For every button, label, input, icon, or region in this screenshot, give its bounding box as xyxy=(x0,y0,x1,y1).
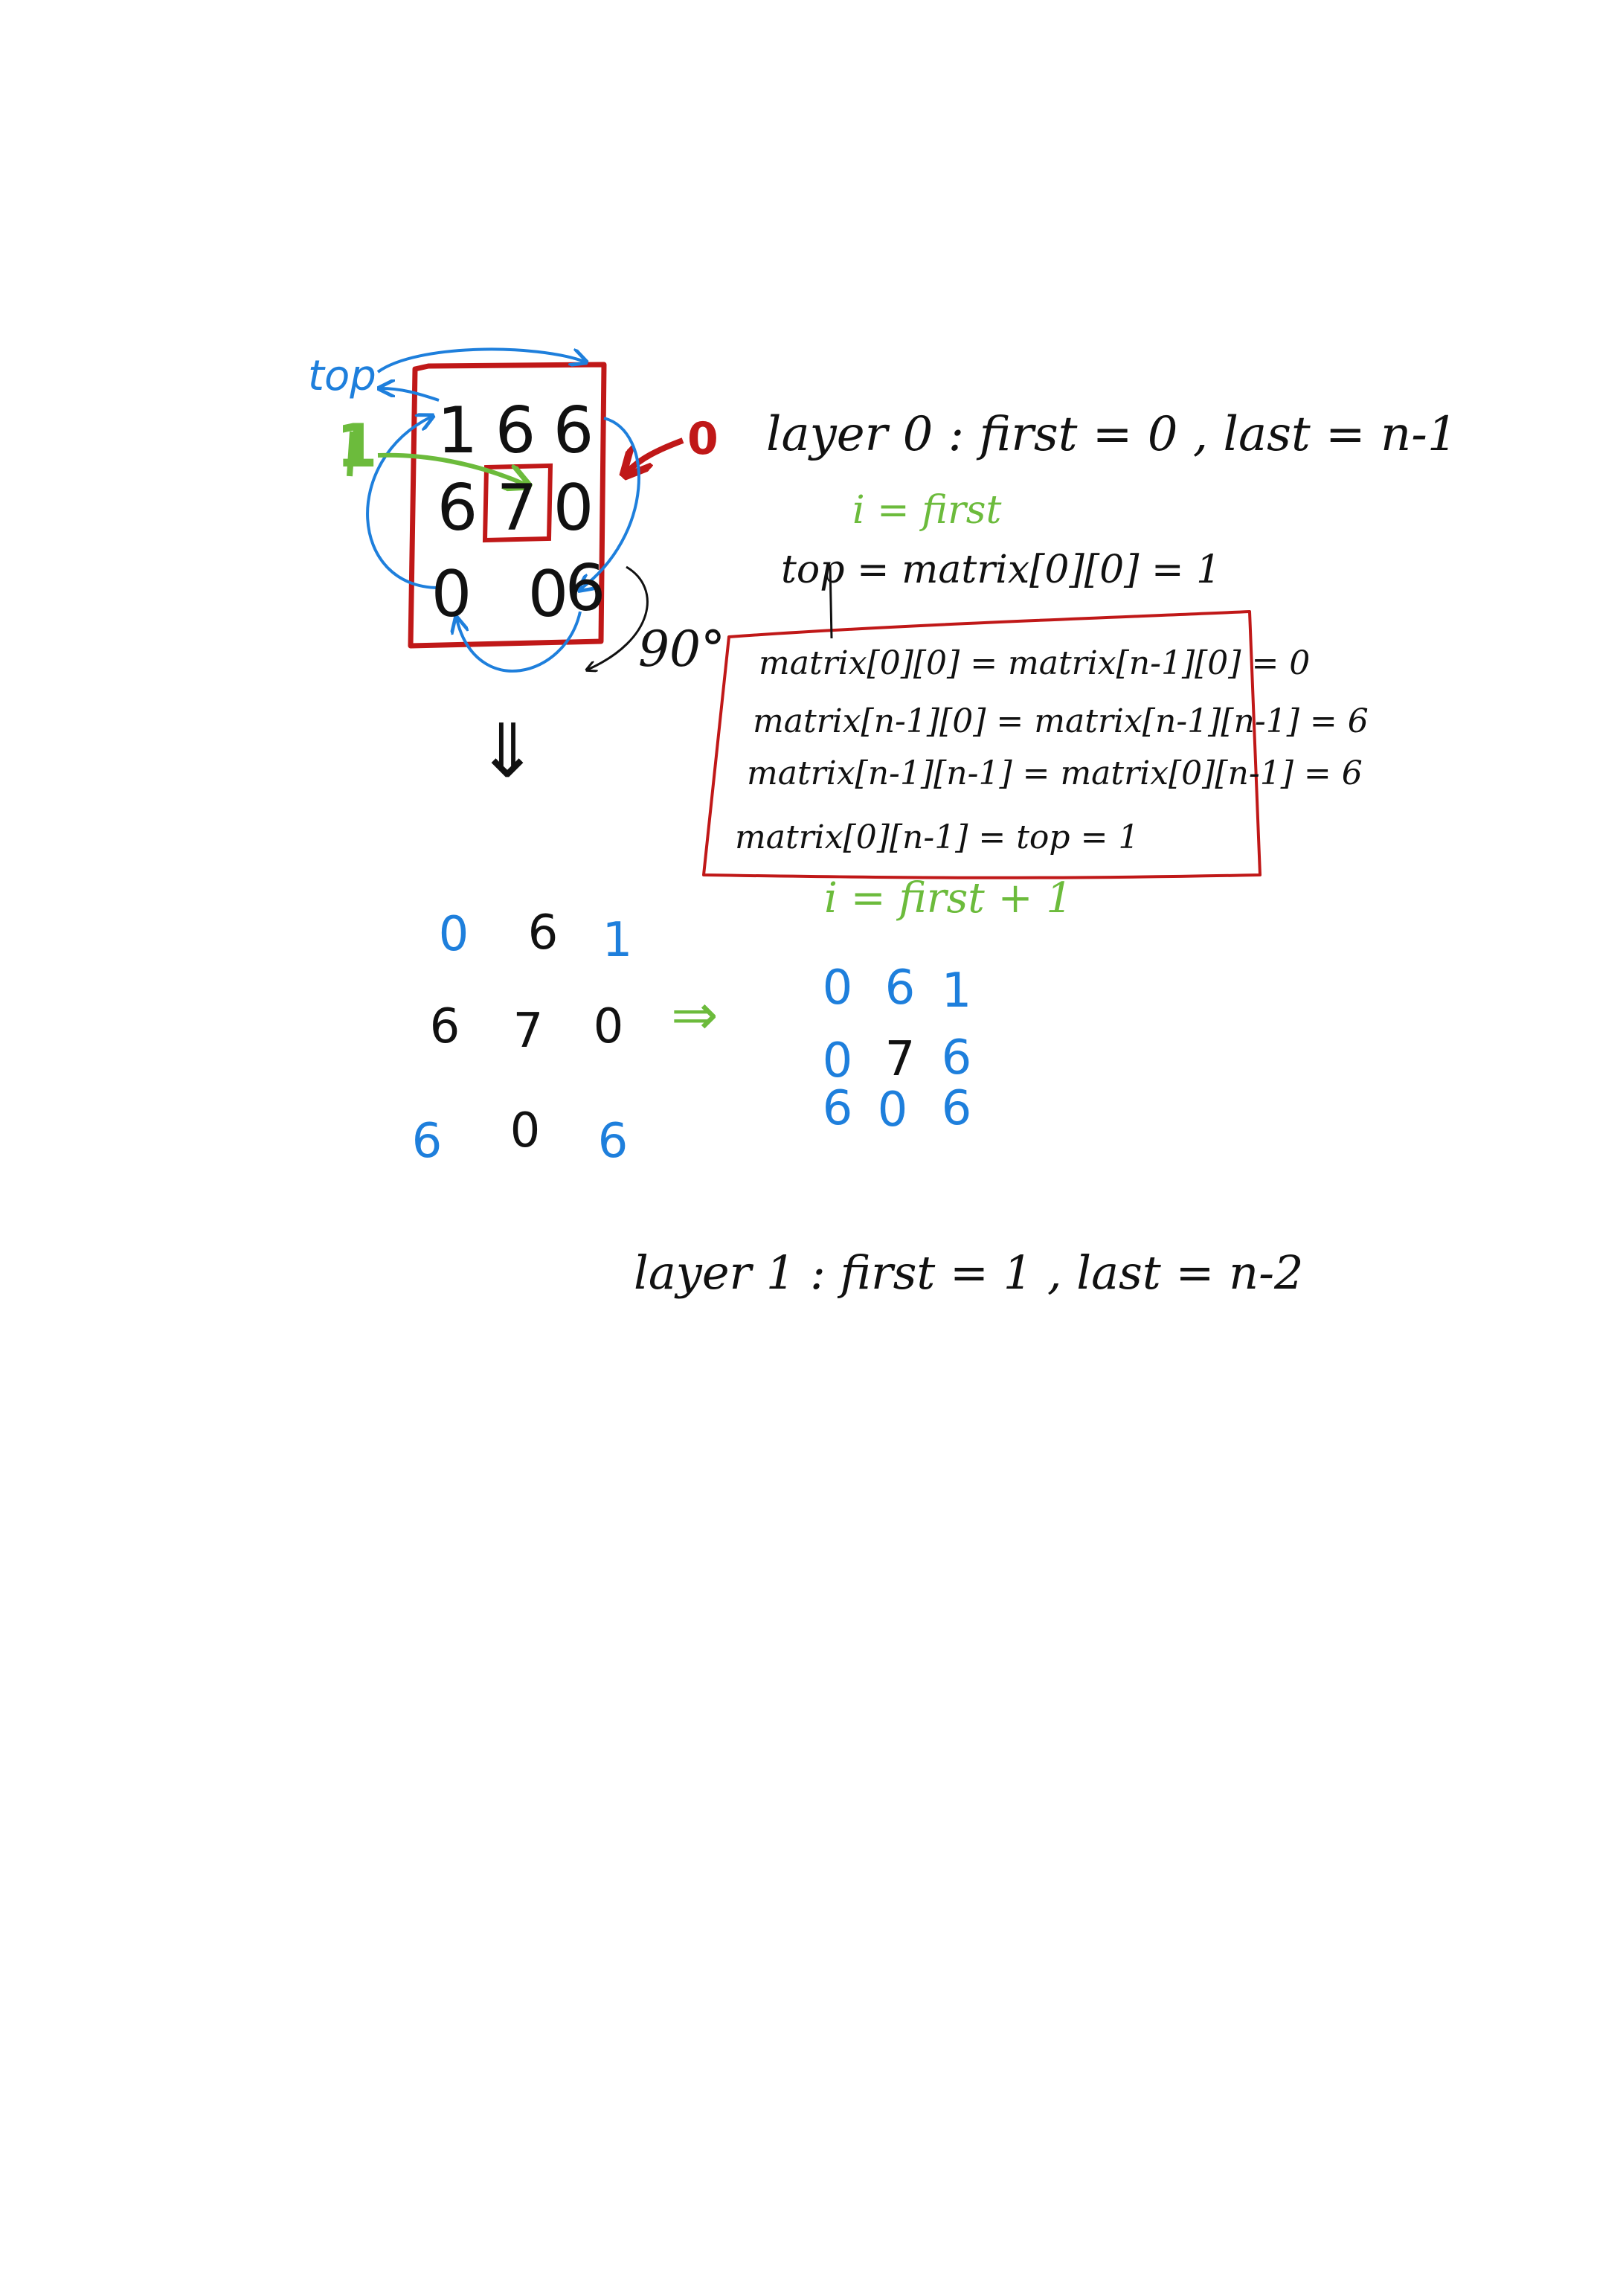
i-next-note: i = first + 1 xyxy=(824,874,1073,923)
step-2: matrix[n-1][0] = matrix[n-1][n-1] = 6 xyxy=(753,702,1369,740)
index-label: 1 xyxy=(336,411,378,481)
cell-2-1: 0 xyxy=(877,1083,908,1138)
bottom-arc-arrow xyxy=(457,611,582,673)
cell-0-1: 6 xyxy=(495,394,536,468)
cell-0-2: 1 xyxy=(602,913,633,968)
down-arrow: ⇓ xyxy=(476,708,539,795)
cell-1-2: 0 xyxy=(553,471,594,545)
cell-1-0: 6 xyxy=(437,471,478,545)
cell-2-0: 6 xyxy=(411,1114,443,1169)
cell-1-0: 6 xyxy=(429,999,460,1054)
cell-0-0: 1 xyxy=(437,394,478,468)
steps-box xyxy=(702,610,1262,879)
cell-1-0: 0 xyxy=(822,1033,853,1088)
cell-2-2: 6 xyxy=(941,1081,972,1136)
cell-2-0: 6 xyxy=(822,1081,853,1136)
step-1: matrix[0][0] = matrix[n-1][0] = 0 xyxy=(759,644,1311,682)
cell-1-2: 6 xyxy=(941,1030,972,1086)
top-assign-note: top = matrix[0][0] = 1 xyxy=(781,548,1221,592)
top-save-arrow xyxy=(381,388,440,402)
cell-1-1: 7 xyxy=(496,471,538,545)
cell-2-1: 0 xyxy=(527,557,569,632)
index-arrow xyxy=(377,452,527,485)
cell-1-1: 7 xyxy=(512,1004,544,1059)
cell-0-0: 0 xyxy=(438,907,469,962)
left-arc-arrow xyxy=(366,417,440,589)
top-label: top xyxy=(308,352,376,400)
rotation-label: 90° xyxy=(638,621,725,678)
cell-0-2: 1 xyxy=(941,963,972,1019)
cell-2-1: 0 xyxy=(510,1103,541,1158)
right-arc-arrow xyxy=(580,417,640,589)
cell-0-1: 6 xyxy=(527,905,559,961)
cell-2-2: 6 xyxy=(597,1114,629,1169)
cell-2-2: 6 xyxy=(565,551,606,626)
cell-0-0: 0 xyxy=(822,961,853,1016)
step-3: matrix[n-1][n-1] = matrix[0][n-1] = 6 xyxy=(747,754,1363,792)
layer1-note: layer 1 : first = 1 , last = n-2 xyxy=(634,1245,1304,1300)
rotation-arrow xyxy=(588,565,649,670)
layer-marker-arrow xyxy=(626,437,684,473)
cell-1-1: 7 xyxy=(884,1032,916,1087)
next-arrow: ⇒ xyxy=(671,981,719,1048)
layer0-note: layer 0 : first = 0 , last = n-1 xyxy=(766,407,1458,462)
i-first-note: i = first xyxy=(852,488,1002,533)
cell-0-2: 6 xyxy=(553,394,594,468)
step-4: matrix[0][n-1] = top = 1 xyxy=(735,818,1140,856)
cell-2-0: 0 xyxy=(431,557,472,632)
cell-1-2: 0 xyxy=(593,999,624,1054)
top-arc-arrow xyxy=(376,347,585,373)
layer-marker-label: 0 xyxy=(687,413,719,465)
cell-0-1: 6 xyxy=(884,961,916,1016)
